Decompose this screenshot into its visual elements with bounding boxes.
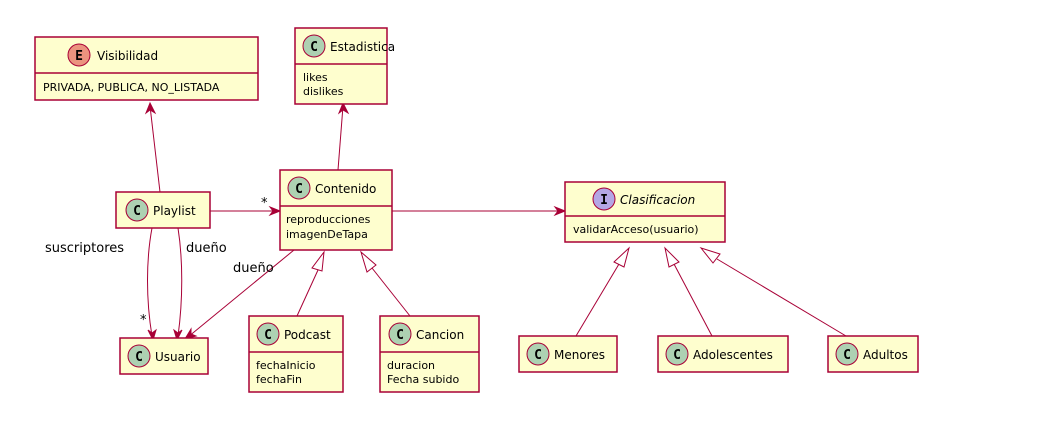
member-clasificacion-validaracceso: validarAcceso(usuario): [573, 223, 699, 236]
class-icon: [526, 342, 550, 366]
class-glyph: C: [534, 348, 542, 363]
class-title-contenido: Contenido: [315, 182, 376, 196]
class-glyph: C: [135, 350, 143, 365]
class-title-playlist: Playlist: [153, 204, 196, 218]
class-title-podcast: Podcast: [284, 328, 331, 342]
class-usuario: C Usuario: [119, 337, 209, 375]
member-podcast-fechafin: fechaFin: [256, 373, 302, 386]
member-podcast-fechainicio: fechaInicio: [256, 359, 316, 372]
class-title-estadistica: Estadistica: [330, 40, 395, 54]
enum-glyph: E: [75, 49, 83, 64]
class-title-usuario: Usuario: [155, 350, 201, 364]
edge-adolescentes-clasificacion: [664, 246, 713, 337]
class-icon: [302, 34, 326, 58]
class-icon: [127, 344, 151, 368]
class-visibilidad: E Visibilidad PRIVADA, PUBLICA, NO_LISTA…: [34, 36, 259, 101]
interface-glyph: I: [600, 193, 608, 208]
class-adolescentes: C Adolescentes: [657, 335, 789, 373]
class-icon: [388, 322, 412, 346]
edge-contenido-clasificacion: [392, 205, 567, 217]
member-visibilidad-values: PRIVADA, PUBLICA, NO_LISTADA: [43, 81, 220, 94]
role-label-suscriptores: suscriptores: [45, 241, 124, 256]
role-label-dueno-contenido: dueño: [233, 261, 274, 276]
class-icon: [256, 322, 280, 346]
class-podcast: C Podcast fechaInicio fechaFin: [248, 315, 344, 393]
class-title-adultos: Adultos: [863, 348, 908, 362]
member-contenido-reproducciones: reproducciones: [286, 213, 371, 226]
class-menores: C Menores: [518, 335, 618, 373]
class-glyph: C: [673, 348, 681, 363]
class-icon: [665, 342, 689, 366]
member-cancion-fecha-subido: Fecha subido: [387, 373, 459, 386]
class-playlist: C Playlist: [115, 191, 211, 229]
class-title-adolescentes: Adolescentes: [693, 348, 773, 362]
role-label-dueno-playlist: dueño: [186, 241, 227, 256]
class-glyph: C: [310, 40, 318, 55]
edge-playlist-visibilidad: [144, 101, 161, 193]
class-clasificacion: I Clasificacion validarAcceso(usuario): [564, 181, 726, 243]
class-cancion: C Cancion duracion Fecha subido: [379, 315, 480, 393]
class-glyph: C: [396, 328, 404, 343]
class-icon: [835, 342, 859, 366]
edge-podcast-contenido: [296, 250, 325, 317]
edge-contenido-estadistica: [337, 101, 350, 171]
enum-icon: [67, 43, 91, 67]
class-title-cancion: Cancion: [416, 328, 464, 342]
edge-cancion-contenido: [360, 250, 411, 317]
class-title-menores: Menores: [554, 348, 605, 362]
member-contenido-imagendetapa: imagenDeTapa: [286, 228, 368, 241]
class-adultos: C Adultos: [827, 335, 919, 373]
class-glyph: C: [843, 348, 851, 363]
class-icon: [287, 176, 311, 200]
class-title-visibilidad: Visibilidad: [97, 49, 158, 63]
member-cancion-duracion: duracion: [387, 359, 435, 372]
class-glyph: C: [133, 204, 141, 219]
class-icon: [125, 198, 149, 222]
class-title-clasificacion: Clasificacion: [620, 193, 695, 207]
class-contenido: C Contenido reproducciones imagenDeTapa: [279, 169, 393, 251]
class-glyph: C: [295, 182, 303, 197]
member-estadistica-likes: likes: [303, 71, 328, 84]
member-estadistica-dislikes: dislikes: [303, 85, 344, 98]
multiplicity-contenido: *: [261, 196, 268, 211]
edge-playlist-usuario-suscriptores: [147, 227, 157, 342]
interface-icon: [592, 187, 616, 211]
class-estadistica: C Estadistica likes dislikes: [294, 27, 395, 105]
edge-adultos-clasificacion: [699, 247, 847, 337]
multiplicity-usuario: *: [140, 313, 147, 328]
edge-contenido-usuario-dueno: [183, 249, 295, 340]
edge-playlist-contenido: [210, 205, 282, 217]
edge-menores-clasificacion: [575, 246, 630, 337]
edge-playlist-usuario-dueno: [173, 227, 183, 342]
class-glyph: C: [264, 328, 272, 343]
